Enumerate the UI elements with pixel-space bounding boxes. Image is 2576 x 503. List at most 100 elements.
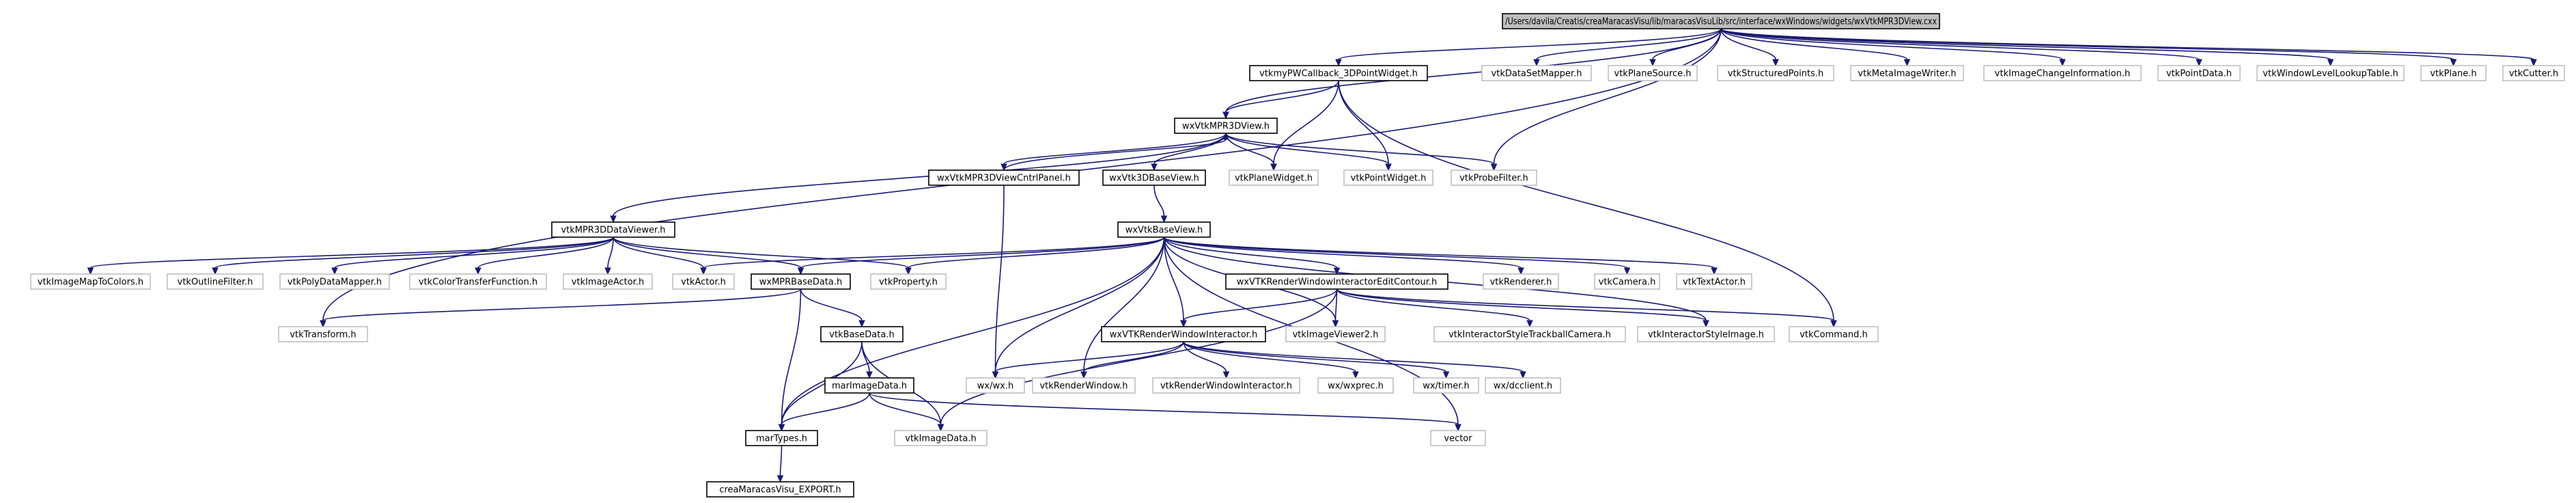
node-box — [1608, 65, 1698, 81]
edge-arrowhead — [905, 267, 912, 275]
edge-arrowhead — [1000, 163, 1007, 172]
node-mar-image-data[interactable]: marImageData.h — [824, 377, 914, 394]
node-label: vtkRenderWindow.h — [1039, 381, 1128, 392]
edge-wx-vtk3-dbase-view-to-wx-vtk-base-view — [1153, 185, 1168, 223]
node-box — [820, 326, 904, 342]
node-label: vtkMPR3DDataViewer.h — [561, 226, 665, 236]
edge-arrowhead — [1703, 320, 1709, 328]
edge-line — [322, 288, 802, 321]
node-box — [1850, 65, 1964, 81]
node-label: marImageData.h — [832, 381, 907, 392]
edge-vtkmy-pwcallback-to-vtk-point-widget — [1338, 80, 1392, 172]
edge-wx-vtkrender-window-interactor-to-wxprec — [1183, 341, 1359, 379]
edge-arrowhead — [1151, 163, 1158, 172]
edge-arrowhead — [1180, 320, 1187, 328]
edge-line — [940, 288, 1338, 425]
edge-line — [781, 288, 802, 425]
node-label: vtkPlane.h — [2430, 69, 2476, 79]
node-label: vtkRenderer.h — [1490, 277, 1552, 288]
node-box — [30, 273, 151, 290]
edge-line — [613, 236, 909, 269]
node-box — [1413, 377, 1479, 394]
node-label: vtkTextActor.h — [1683, 277, 1746, 288]
node-label: vtkmyPWCallback_3DPointWidget.h — [1259, 69, 1418, 79]
edge-arrowhead — [320, 320, 326, 328]
node-label: wxVtkMPR3DViewCntrlPanel.h — [937, 174, 1071, 184]
edge-arrowhead — [610, 215, 617, 223]
node-box — [966, 377, 1025, 394]
node-vtk-mpr3-ddata-viewer[interactable]: vtkMPR3DDataViewer.h — [551, 221, 675, 238]
edge-line — [1720, 28, 2454, 60]
edge-arrowhead — [1385, 163, 1392, 172]
node-box — [1225, 273, 1448, 290]
edge-line — [1720, 28, 2063, 60]
edge-arrowhead — [1830, 320, 1837, 328]
node-box — [1101, 326, 1266, 342]
edge-line — [1003, 139, 1227, 171]
edge-root-to-vtk-image-change-information — [1720, 28, 2066, 67]
edge-line — [781, 236, 1165, 425]
node-wx-vtk-base-view[interactable]: wxVtkBaseView.h — [1117, 221, 1211, 238]
node-crea-maracas-visu-export[interactable]: creaMaracasVisu_EXPORT.h — [706, 481, 854, 498]
edge-arrowhead — [2450, 59, 2457, 67]
node-vtk-meta-image-writer: vtkMetaImageWriter.h — [1850, 65, 1964, 81]
node-vtk-probe-filter: vtkProbeFilter.h — [1451, 169, 1537, 186]
edge-line — [334, 236, 614, 269]
node-box — [751, 273, 851, 290]
node-wx-vtk-mpr3-dview[interactable]: wxVtkMPR3DView.h — [1174, 118, 1278, 134]
node-wx-vtk-mpr3-dview-cntrl-panel[interactable]: wxVtkMPR3DViewCntrlPanel.h — [928, 169, 1080, 186]
edge-arrowhead — [1442, 371, 1450, 379]
node-box — [1343, 169, 1433, 186]
node-vtk-image-map-to-colors: vtkImageMapToColors.h — [30, 273, 151, 290]
node-box — [1485, 377, 1561, 394]
node-mar-types[interactable]: marTypes.h — [745, 430, 818, 446]
edge-line — [1163, 236, 1522, 269]
node-label: wxVtk3DBaseView.h — [1109, 174, 1199, 184]
edge-line — [1163, 236, 1184, 321]
node-label: vtkImageChangeInformation.h — [1995, 69, 2130, 79]
node-vtk-base-data[interactable]: vtkBaseData.h — [820, 326, 904, 342]
edge-arrowhead — [604, 267, 611, 275]
node-label: vtkActor.h — [681, 277, 726, 288]
node-wx-vtkrender-window-interactor-edit-contour[interactable]: wxVTKRenderWindowInteractorEditContour.h — [1225, 273, 1448, 290]
edge-line — [1083, 341, 1184, 372]
node-label: wx/dcclient.h — [1494, 381, 1552, 392]
edge-line — [779, 445, 783, 476]
edge-wx-vtkrender-window-interactor-edit-contour-to-wx-vtkrender-window-interactor — [1180, 288, 1338, 328]
edge-line — [1338, 80, 1834, 321]
node-vtkmy-pwcallback[interactable]: vtkmyPWCallback_3DPointWidget.h — [1249, 65, 1428, 81]
edge-wx-vtk-base-view-to-vtk-text-actor — [1163, 236, 1718, 275]
node-wx-vtk3-dbase-view[interactable]: wxVtk3DBaseView.h — [1102, 169, 1206, 186]
edge-vtkmy-pwcallback-to-vtk-command — [1338, 80, 1837, 328]
node-box — [824, 377, 914, 394]
node-label: vtkCommand.h — [1800, 330, 1868, 340]
node-vtk-interactor-style-image: vtkInteractorStyleImage.h — [1637, 326, 1775, 342]
nodes-layer: /Users/davila/Creatis/creaMaracasVisu/li… — [30, 13, 2565, 498]
node-vtk-image-viewer2: vtkImageViewer2.h — [1285, 326, 1386, 342]
node-vtk-image-data: vtkImageData.h — [894, 430, 988, 446]
edge-arrowhead — [1222, 132, 1229, 140]
node-label: vtkImageViewer2.h — [1293, 330, 1379, 340]
edge-wx-vtkrender-window-interactor-to-wxdcclient — [1183, 341, 1526, 379]
node-wx-mprbase-data[interactable]: wxMPRBaseData.h — [751, 273, 851, 290]
edge-arrowhead — [1649, 59, 1656, 67]
node-box — [278, 326, 368, 342]
edge-line — [1183, 341, 1447, 372]
node-box — [870, 273, 947, 290]
node-root[interactable]: /Users/davila/Creatis/creaMaracasVisu/li… — [1502, 13, 1940, 29]
edge-mar-image-data-to-vtk-image-data — [869, 392, 944, 432]
node-label: vtkImageMapToColors.h — [38, 277, 143, 288]
node-vtk-image-change-information: vtkImageChangeInformation.h — [1983, 65, 2142, 81]
edge-line — [607, 236, 614, 269]
edge-line — [613, 236, 802, 269]
node-wx-vtkrender-window-interactor[interactable]: wxVTKRenderWindowInteractor.h — [1101, 326, 1266, 342]
edge-arrowhead — [2059, 59, 2066, 67]
edge-line — [1225, 133, 1495, 165]
edge-root-to-vtk-plane — [1720, 28, 2457, 67]
edge-line — [1720, 28, 1776, 60]
node-label: wxVtkMPR3DView.h — [1182, 122, 1270, 132]
edge-root-to-vtk-window-level-lookup-table — [1720, 28, 2334, 67]
node-box — [1032, 377, 1136, 394]
node-box — [1102, 169, 1206, 186]
edge-arrowhead — [700, 267, 707, 275]
